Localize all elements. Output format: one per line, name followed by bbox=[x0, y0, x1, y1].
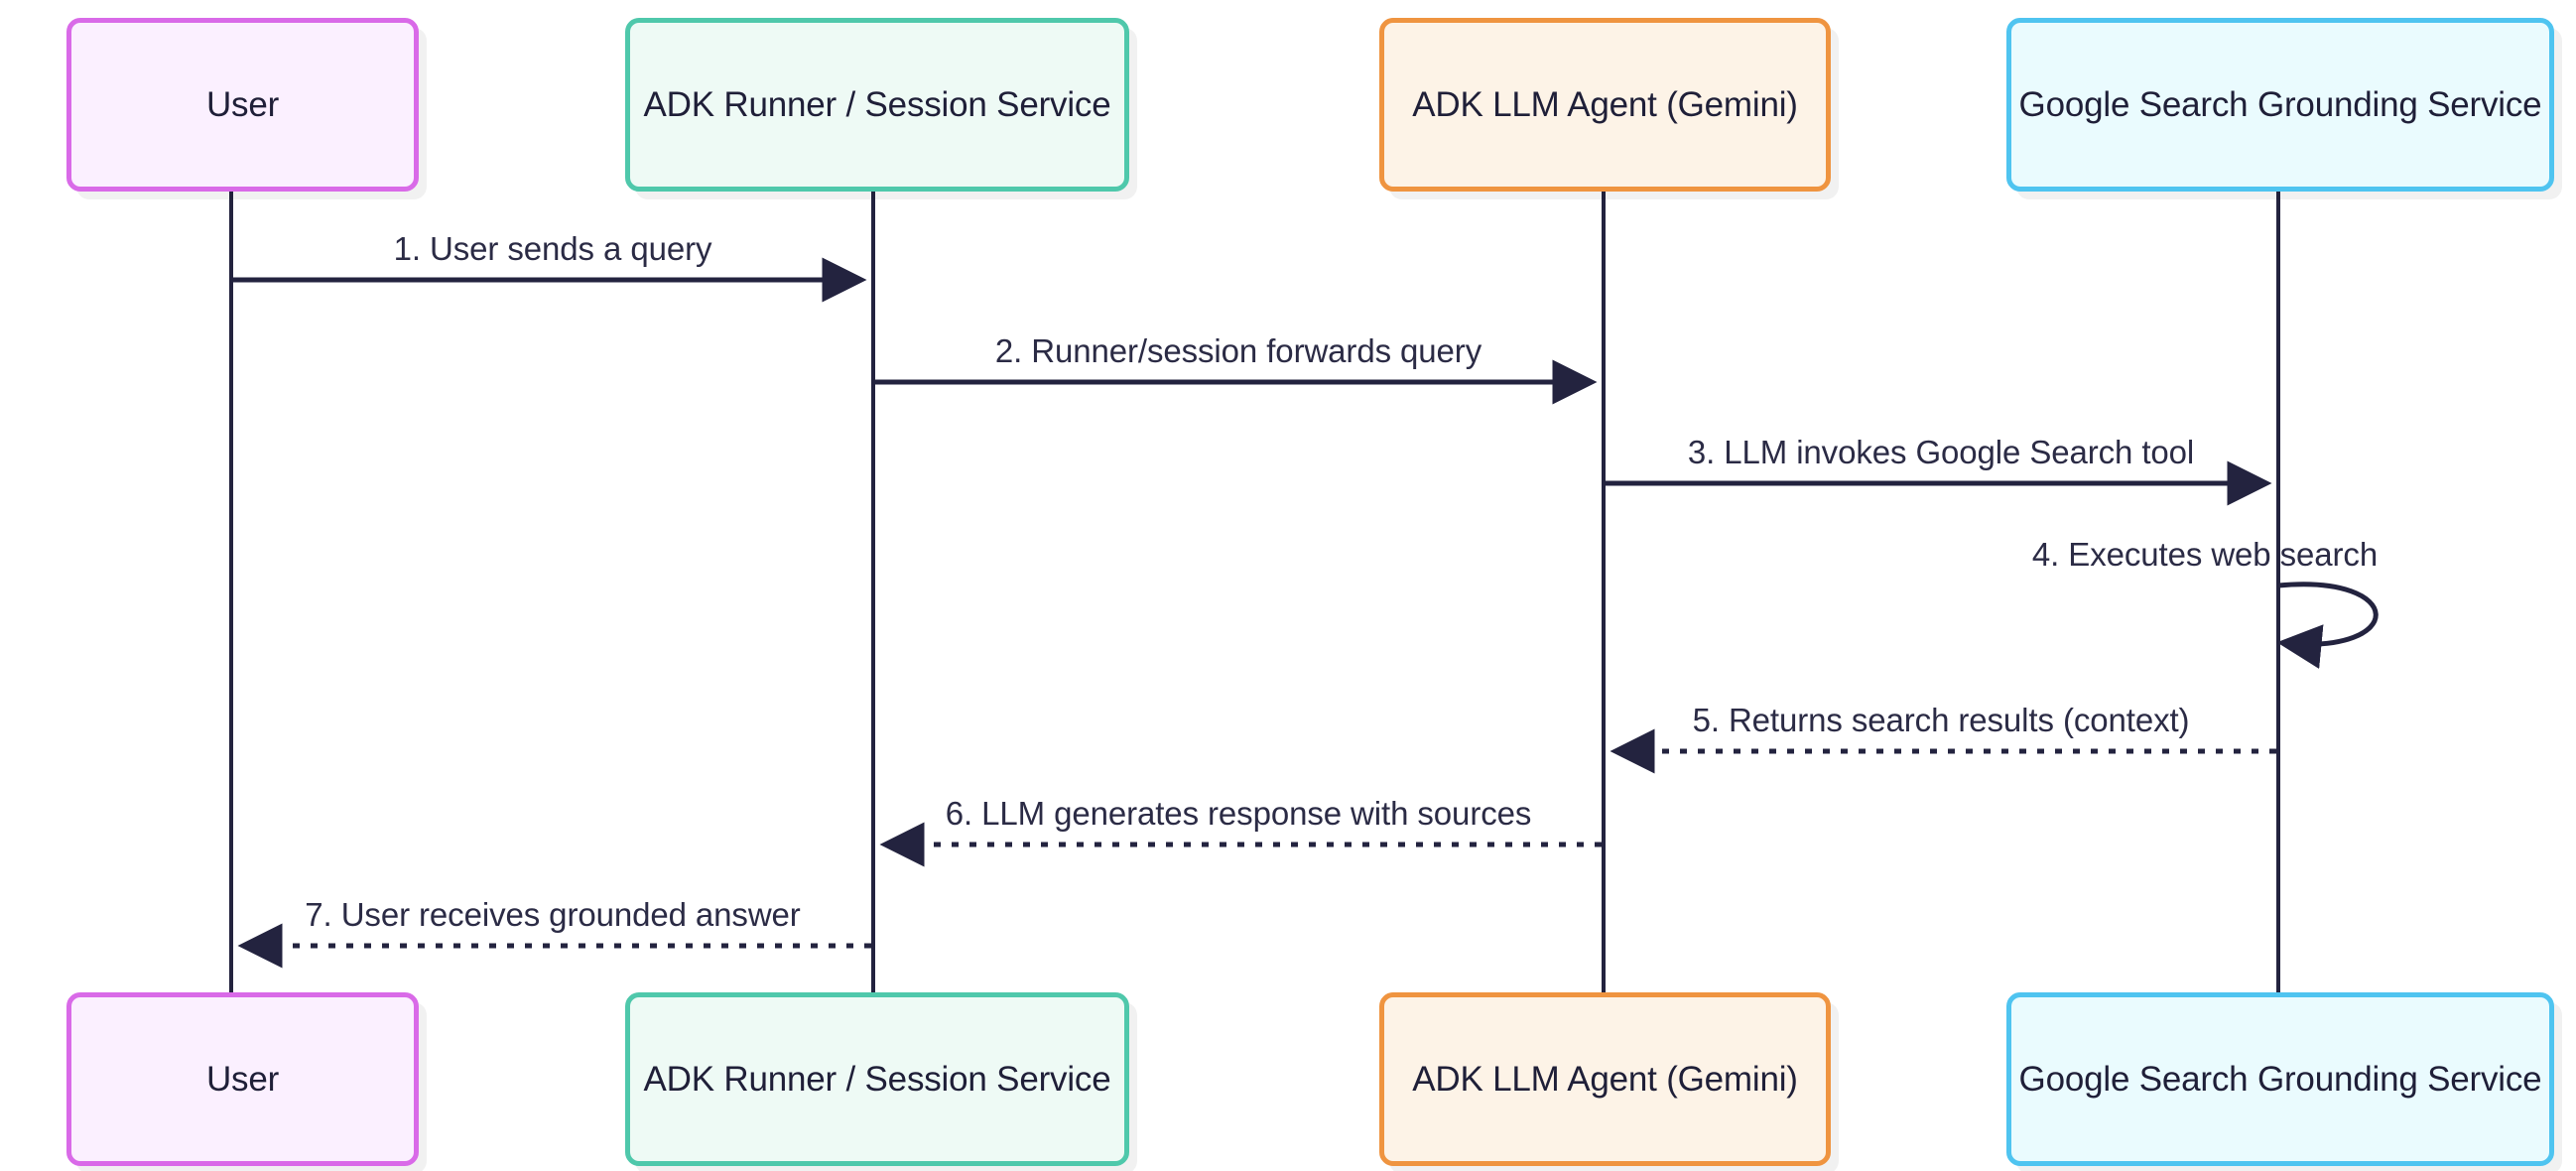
participant-box-agent-top[interactable]: ADK LLM Agent (Gemini) bbox=[1379, 18, 1831, 192]
participant-box-runner-bottom[interactable]: ADK Runner / Session Service bbox=[625, 992, 1129, 1166]
message-label-6: 6. LLM generates response with sources bbox=[945, 795, 1532, 832]
participant-label-user-bottom: User bbox=[205, 1060, 280, 1099]
message-arrows-group bbox=[233, 257, 2379, 969]
participant-label-runner-bottom: ADK Runner / Session Service bbox=[643, 1060, 1111, 1099]
participant-box-user-top[interactable]: User bbox=[66, 18, 419, 192]
message-label-7: 7. User receives grounded answer bbox=[305, 896, 801, 933]
message-label-3: 3. LLM invokes Google Search tool bbox=[1687, 434, 2195, 470]
lifelines-group bbox=[229, 192, 2280, 992]
participant-box-runner-top[interactable]: ADK Runner / Session Service bbox=[625, 18, 1129, 192]
message-label-4: 4. Executes web search bbox=[2031, 536, 2379, 573]
message-label-2: 2. Runner/session forwards query bbox=[994, 332, 1482, 369]
message-arrow-4[interactable] bbox=[2276, 582, 2379, 669]
message-label-1: 1. User sends a query bbox=[393, 230, 712, 267]
participant-box-search-bottom[interactable]: Google Search Grounding Service bbox=[2006, 992, 2554, 1166]
participant-label-user-top: User bbox=[205, 85, 280, 124]
participant-label-search-bottom: Google Search Grounding Service bbox=[2018, 1060, 2542, 1099]
participant-label-agent-top: ADK LLM Agent (Gemini) bbox=[1412, 85, 1798, 124]
participant-box-agent-bottom[interactable]: ADK LLM Agent (Gemini) bbox=[1379, 992, 1831, 1166]
message-label-5: 5. Returns search results (context) bbox=[1692, 702, 2190, 738]
participant-label-runner-top: ADK Runner / Session Service bbox=[643, 85, 1111, 124]
participant-label-search-top: Google Search Grounding Service bbox=[2018, 85, 2542, 124]
participant-box-search-top[interactable]: Google Search Grounding Service bbox=[2006, 18, 2554, 192]
participant-label-agent-bottom: ADK LLM Agent (Gemini) bbox=[1412, 1060, 1798, 1099]
participant-box-user-bottom[interactable]: User bbox=[66, 992, 419, 1166]
